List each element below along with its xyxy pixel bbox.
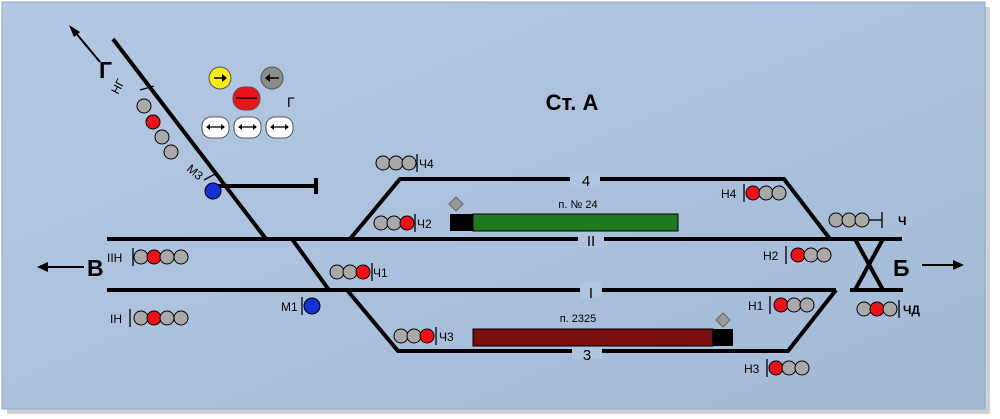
track-label-II: II [587, 233, 595, 250]
train-upper-marker-icon [448, 196, 464, 212]
direction-label-west: В [87, 255, 104, 281]
block-button[interactable] [232, 86, 261, 111]
train-lower[interactable]: п. 2325 [472, 312, 733, 347]
east-arrow-icon [953, 260, 964, 270]
train-upper-label: п. № 24 [558, 199, 597, 211]
switch-button-2[interactable] [233, 116, 262, 139]
track-layout [107, 37, 903, 353]
scheme-background [1, 1, 986, 410]
track-labels: 4 II I 3 [582, 173, 595, 364]
signal-label-CH4: Ч4 [419, 157, 434, 171]
signal-N1[interactable] [769, 296, 815, 314]
signal-CH3[interactable] [393, 327, 437, 345]
north-arrow-icon [69, 25, 80, 37]
train-upper[interactable]: п. № 24 [448, 196, 679, 232]
signal-NG[interactable] [136, 85, 179, 160]
direction-labels: Г В Б [87, 57, 910, 281]
signal-CH2[interactable] [373, 214, 416, 232]
track-label-I: I [589, 285, 593, 302]
train-lower-locomotive [712, 329, 733, 346]
arrow-left-icon [265, 74, 270, 82]
signal-label-IN: IН [110, 312, 122, 326]
track-north-branch[interactable] [111, 37, 268, 241]
signal-IIN[interactable] [132, 248, 189, 266]
train-upper-locomotive [450, 214, 473, 231]
signal-label-CH1: Ч1 [373, 266, 388, 280]
train-lower-label: п. 2325 [560, 313, 597, 325]
signal-N3[interactable] [766, 359, 810, 377]
signal-CH4[interactable] [375, 154, 418, 172]
double-arrow-icon [270, 124, 274, 130]
track-label-4: 4 [582, 173, 590, 190]
signal-heads [129, 85, 900, 377]
train-upper-body[interactable] [472, 213, 679, 232]
signal-label-CH3: Ч3 [439, 330, 454, 344]
switch-button-3[interactable] [265, 116, 294, 139]
signal-label-N3: Н3 [744, 362, 760, 376]
station-title: Ст. А [546, 90, 599, 115]
control-panel: Г [201, 66, 295, 139]
signal-CHD[interactable] [856, 300, 900, 318]
double-arrow-icon [238, 124, 242, 130]
signal-label-CHD: ЧД [903, 303, 920, 317]
crossover-east-b[interactable] [853, 238, 885, 291]
direction-label-east: Б [893, 255, 910, 281]
signal-M3[interactable] [203, 173, 222, 200]
direction-arrows [37, 25, 964, 272]
route-back-button[interactable] [260, 66, 284, 90]
arrow-right-icon [222, 74, 227, 82]
signal-CH[interactable] [828, 212, 883, 228]
signal-N2[interactable] [785, 246, 832, 264]
signal-label-N4: Н4 [721, 187, 737, 201]
signal-label-IIN: IIН [107, 251, 122, 265]
train-lower-body[interactable] [472, 328, 714, 347]
double-arrow-icon [206, 124, 210, 130]
signal-label-N2: Н2 [763, 249, 779, 263]
direction-label-north: Г [99, 57, 112, 83]
signal-label-N1: Н1 [748, 299, 764, 313]
route-forward-button[interactable] [208, 66, 232, 90]
crossover-west[interactable] [290, 237, 331, 292]
panel-group-label: Г [287, 94, 295, 110]
signal-N4[interactable] [743, 184, 787, 202]
signal-M1[interactable] [301, 297, 321, 315]
west-arrow-icon [37, 262, 48, 272]
signal-CH1[interactable] [329, 263, 373, 281]
signal-label-NG: НГ [108, 76, 128, 96]
signal-label-CH2: Ч2 [417, 217, 432, 231]
signal-IN[interactable] [129, 309, 189, 327]
signal-label-CH: Ч [898, 214, 906, 228]
signal-label-M1: М1 [281, 300, 298, 314]
switch-button-1[interactable] [201, 116, 230, 139]
train-lower-marker-icon [715, 312, 731, 328]
track-label-3: 3 [583, 347, 591, 364]
track-label-gaps [570, 171, 604, 359]
